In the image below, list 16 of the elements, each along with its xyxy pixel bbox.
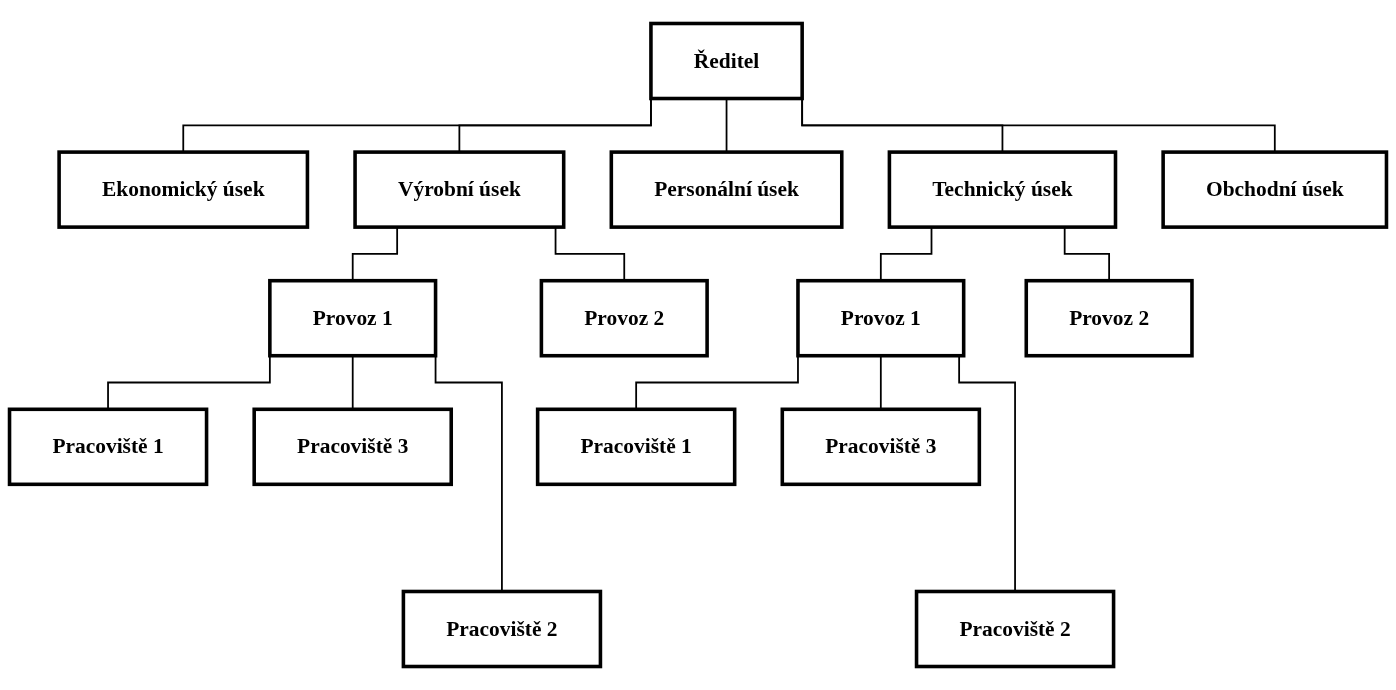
node-box: Technický úsek [887,150,1118,229]
node-box: Pracoviště 2 [914,589,1116,669]
node-box: Provoz 2 [539,278,709,358]
node-box: Pracoviště 1 [7,407,209,487]
node-box: Personální úsek [609,150,844,229]
node-box: Pracoviště 2 [401,589,603,669]
node-box: Provoz 1 [268,278,438,358]
node-box: Pracoviště 1 [535,407,737,487]
node-box: Provoz 1 [796,278,966,358]
node-box: Ředitel [649,21,804,101]
node-box: Obchodní úsek [1161,150,1389,229]
node-box: Pracoviště 3 [252,407,453,487]
node-box: Ekonomický úsek [57,150,310,229]
node-box: Výrobní úsek [353,150,566,229]
node-box: Pracoviště 3 [780,407,982,487]
node-box: Provoz 2 [1024,278,1194,358]
